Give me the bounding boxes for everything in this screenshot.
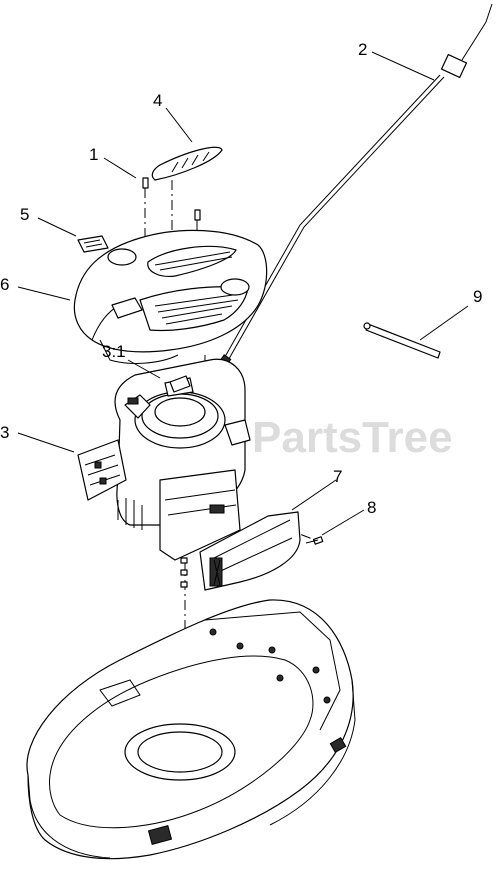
mounting-bolts bbox=[180, 557, 188, 588]
screws bbox=[142, 177, 201, 221]
callout-6: 6 bbox=[0, 275, 9, 294]
watermark: PartsTree bbox=[252, 413, 453, 462]
engine-assembly bbox=[77, 358, 251, 561]
side-shield bbox=[199, 511, 301, 591]
throttle-cable bbox=[207, 3, 493, 401]
callout-8: 8 bbox=[367, 498, 376, 517]
callout-4: 4 bbox=[153, 91, 162, 110]
callout-labels: 1 2 3 3:1 4 5 6 7 8 9 bbox=[0, 40, 482, 517]
pull-handle bbox=[169, 375, 191, 393]
mower-deck bbox=[26, 599, 356, 860]
shield-screw bbox=[305, 536, 324, 545]
callout-2: 2 bbox=[358, 40, 367, 59]
callout-9: 9 bbox=[473, 287, 482, 306]
callout-5: 5 bbox=[20, 205, 29, 224]
dipstick bbox=[363, 322, 441, 359]
callout-7: 7 bbox=[333, 467, 342, 486]
callout-1: 1 bbox=[89, 145, 98, 164]
leader-lines bbox=[17, 51, 469, 536]
callout-3: 3 bbox=[0, 423, 9, 442]
engine-shroud bbox=[73, 229, 268, 364]
decal bbox=[151, 146, 223, 181]
callout-3-1: 3:1 bbox=[102, 342, 126, 361]
label-plate bbox=[77, 235, 109, 253]
